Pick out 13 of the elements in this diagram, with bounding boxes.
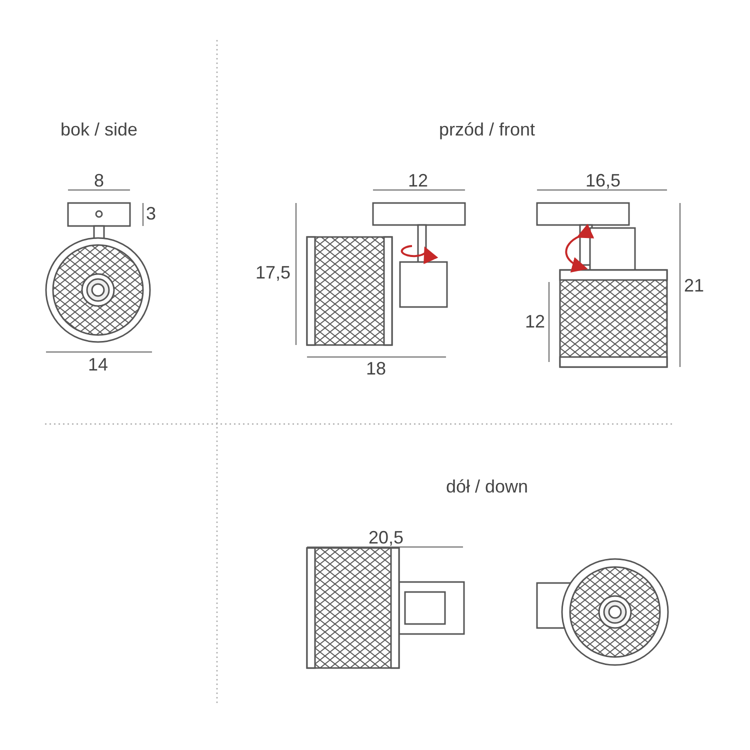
dimension-label: 12 — [524, 312, 546, 332]
view-title: dół / down — [446, 476, 528, 498]
view-title: przód / front — [438, 120, 536, 140]
dimension-label: 17,5 — [255, 262, 291, 284]
dimension-label: 12 — [408, 170, 428, 192]
dimension-label: 21 — [684, 276, 704, 296]
dimension-label: 18 — [366, 358, 386, 380]
dimension-label: 14 — [88, 354, 108, 376]
dimension-label: 16,5 — [585, 170, 621, 192]
dimension-label: 3 — [146, 204, 156, 224]
view-title: bok / side — [60, 120, 138, 140]
dimension-label: 8 — [94, 170, 104, 192]
dimension-label: 20,5 — [368, 528, 404, 548]
